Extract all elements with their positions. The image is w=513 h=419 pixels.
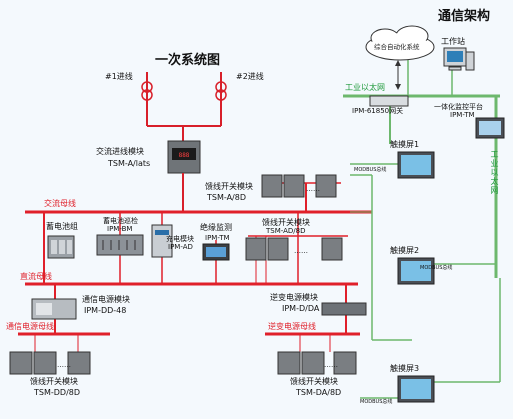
modbus-label-3: MODBUS总线 <box>360 399 393 405</box>
dc-bus-label: 直流母线 <box>20 272 52 281</box>
monitor-platform-icon <box>475 117 505 139</box>
feeder-dc-label: 馈线开关模块 <box>262 218 310 227</box>
inverter-bus-label: 逆变电源母线 <box>268 322 316 331</box>
transformer-2-icon <box>215 81 227 101</box>
battery-inspection-model: IPM-BM <box>107 225 133 233</box>
feeder-top-model: TSM-A/8D <box>207 193 246 202</box>
diagram-title: 一次系统图 <box>155 53 221 68</box>
incoming-line-1-label: #1进线 <box>105 72 133 81</box>
feeder-top-unit-icon <box>261 174 337 198</box>
feeder-dc-unit-icon <box>245 237 343 261</box>
gateway-label: IPM-61850网关 <box>352 107 404 115</box>
industrial-ethernet-label: 工业以太网 <box>345 83 385 92</box>
ac-incoming-module-icon: 888 <box>167 140 201 174</box>
industrial-ethernet-vertical-label: 工业以太网 <box>490 150 499 195</box>
feeder-bottom-left-dots: …… <box>57 361 71 369</box>
workstation-icon <box>443 47 475 71</box>
battery-group-label: 蓄电池组 <box>46 222 78 231</box>
feeder-bottom-right-unit-icon <box>277 351 357 375</box>
platform-label: 一体化监控平台 <box>434 103 483 111</box>
feeder-bottom-left-model: TSM-DD/8D <box>34 388 81 397</box>
comm-power-bus-label: 通信电源母线 <box>6 322 54 331</box>
touch-screen-2-icon <box>397 257 435 285</box>
touch-screen-2-label: 触摸屏2 <box>390 246 420 255</box>
modbus-label-1: MODBUS总线 <box>354 167 387 173</box>
ac-incoming-module-label: 交流进线模块 <box>96 147 144 156</box>
inverter-module-label: 逆变电源模块 <box>270 293 318 302</box>
transformer-1-icon <box>141 81 153 101</box>
feeder-dc-dots: …… <box>294 247 308 255</box>
feeder-bottom-left-label: 馈线开关模块 <box>30 377 78 386</box>
ac-bus-label: 交流母线 <box>44 199 76 208</box>
incoming-line-2-label: #2进线 <box>236 72 264 81</box>
comm-power-module-label: 通信电源模块 <box>82 295 130 304</box>
battery-inspection-label: 蓄电池巡检 <box>103 217 138 225</box>
gateway-icon <box>369 95 409 107</box>
touch-screen-1-icon <box>397 151 435 179</box>
comm-power-module-model: IPM-DD-48 <box>84 306 127 315</box>
cloud-icon <box>365 25 435 61</box>
feeder-dc-model: TSM-AD/8D <box>266 227 306 235</box>
ac-incoming-module-model: TSM-A/lats <box>108 159 151 168</box>
insulation-model: IPM-TM <box>205 234 230 242</box>
inverter-module-icon <box>321 302 367 316</box>
feeder-top-label: 馈线开关模块 <box>205 182 253 191</box>
insulation-monitor-icon <box>202 243 230 261</box>
feeder-bottom-right-label: 馈线开关模块 <box>290 377 338 386</box>
comm-power-module-icon <box>31 298 77 320</box>
feeder-bottom-right-model: TSM-DA/8D <box>296 388 342 397</box>
touch-screen-3-icon <box>397 375 435 403</box>
charger-label: 充电模块 <box>166 235 194 243</box>
battery-group-icon <box>47 235 75 259</box>
comm-arch-title: 通信架构 <box>438 9 491 24</box>
insulation-label: 绝缘监测 <box>200 223 232 232</box>
modbus-label-2: MODBUS总线 <box>420 265 453 271</box>
feeder-bottom-right-dots: …… <box>324 361 338 369</box>
battery-inspection-icon <box>96 234 144 256</box>
feeder-bottom-left-unit-icon <box>9 351 91 375</box>
workstation-label: 工作站 <box>441 37 465 46</box>
platform-model: IPM-TM <box>450 111 475 119</box>
feeder-top-dots: …… <box>306 185 320 193</box>
touch-screen-3-label: 触摸屏3 <box>390 364 420 373</box>
inverter-module-model: IPM-D/DA <box>282 304 320 313</box>
touch-screen-1-label: 触摸屏1 <box>390 140 420 149</box>
charger-model: IPM-AD <box>168 243 193 251</box>
svg-text:888: 888 <box>179 152 190 159</box>
cloud-label: 综合自动化系统 <box>374 43 420 51</box>
charger-module-icon <box>151 224 173 258</box>
